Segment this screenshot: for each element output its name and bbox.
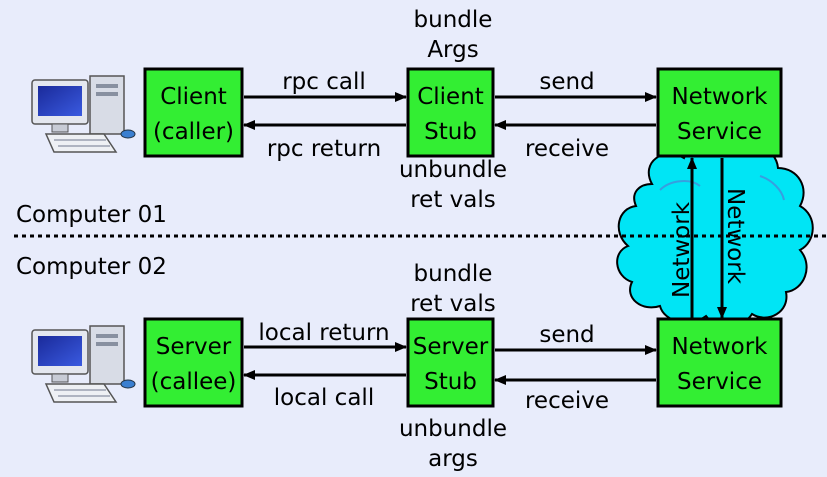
cloud-left-label: Network — [669, 201, 695, 298]
network-service-box-bottom: Network Service — [656, 317, 783, 408]
network-service-bottom-line2: Service — [677, 369, 762, 395]
client-stub-above-2: Args — [427, 37, 478, 63]
client-box: Client (caller) — [143, 67, 244, 158]
client-stub-below-2: ret vals — [410, 187, 496, 213]
client-stub-box: Client Stub — [406, 67, 495, 158]
top-send-label: send — [539, 69, 594, 95]
computer-02-label: Computer 02 — [16, 254, 167, 280]
local-call-label: local call — [274, 385, 374, 411]
computer-icon — [31, 325, 136, 403]
client-stub-below-1: unbundle — [399, 157, 507, 183]
client-stub-above-1: bundle — [414, 7, 493, 33]
computer-icon — [31, 75, 136, 153]
computer-01-label: Computer 01 — [16, 202, 167, 228]
client-stub-line2: Stub — [424, 119, 477, 145]
server-box: Server (callee) — [143, 317, 244, 408]
rpc-return-label: rpc return — [267, 136, 381, 162]
top-receive-label: receive — [525, 136, 609, 162]
bottom-send-label: send — [539, 322, 594, 348]
network-service-top-line2: Service — [677, 119, 762, 145]
network-service-top-line1: Network — [671, 84, 768, 110]
bottom-receive-label: receive — [525, 388, 609, 414]
server-stub-line2: Stub — [424, 369, 477, 395]
server-stub-above-2: ret vals — [410, 291, 496, 317]
server-stub-below-1: unbundle — [399, 416, 507, 442]
client-stub-line1: Client — [417, 84, 484, 110]
server-box-line2: (callee) — [151, 369, 237, 395]
server-stub-above-1: bundle — [414, 261, 493, 287]
server-stub-box: Server Stub — [406, 317, 495, 408]
rpc-call-label: rpc call — [282, 69, 366, 95]
server-box-line1: Server — [156, 334, 232, 360]
local-return-label: local return — [258, 320, 389, 346]
client-box-line1: Client — [160, 84, 227, 110]
server-stub-below-2: args — [428, 446, 478, 472]
network-service-bottom-line1: Network — [671, 334, 768, 360]
server-stub-line1: Server — [413, 334, 489, 360]
client-box-line2: (caller) — [153, 119, 234, 145]
network-service-box-top: Network Service — [656, 67, 783, 158]
